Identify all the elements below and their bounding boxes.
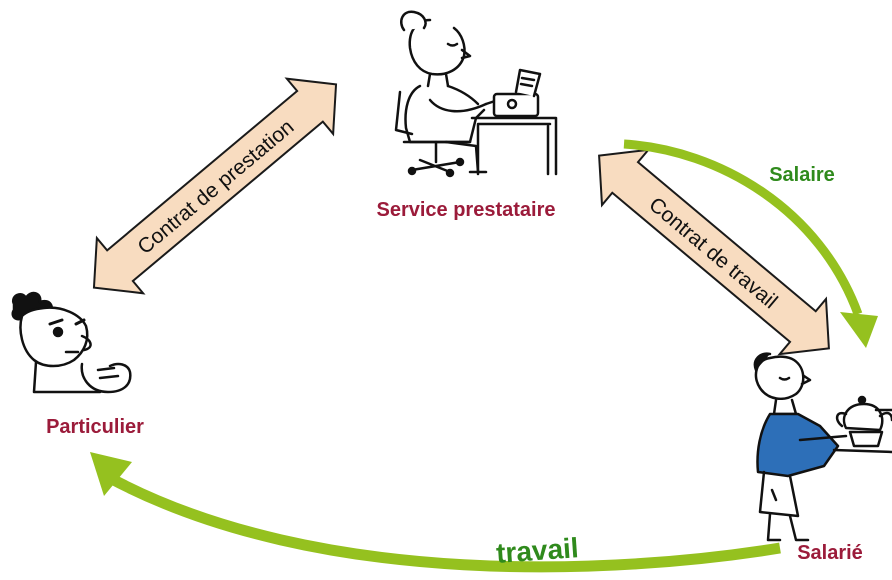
salaire-flow-arrow	[623, 139, 878, 348]
typist-figure-icon	[394, 10, 558, 178]
salaire-flow-label: Salaire	[769, 164, 835, 186]
node-label-particulier: Particulier	[46, 416, 144, 438]
travail-flow-arrow	[90, 452, 781, 573]
contract-prestation-label: Contrat de prestation	[133, 115, 298, 259]
node-label-prestataire: Service prestataire	[376, 199, 555, 221]
contract-prestation-arrow: Contrat de prestation	[92, 77, 338, 295]
travail-flow-label: travail	[495, 532, 579, 569]
client-figure-icon	[11, 291, 132, 394]
node-label-salarie: Salarié	[797, 542, 863, 564]
waiter-figure-icon	[753, 352, 892, 542]
contract-travail-label: Contrat de travail	[644, 193, 781, 313]
